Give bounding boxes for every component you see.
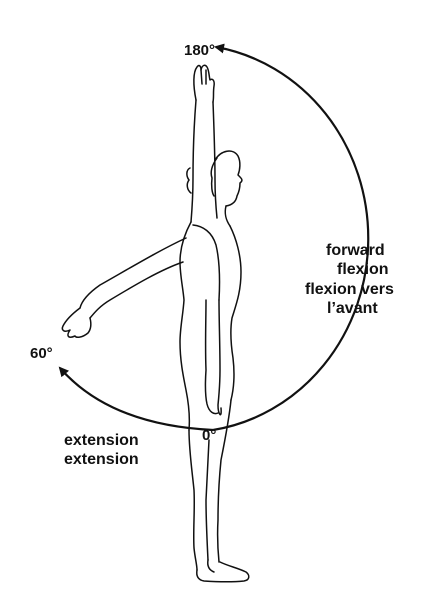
forward-flexion-arc [212, 43, 370, 432]
label-flexion: flexion [337, 261, 389, 278]
label-lavant: l’avant [327, 300, 378, 317]
label-forward: forward [326, 242, 385, 259]
human-figure [61, 64, 250, 583]
angle-label-180: 180° [184, 42, 216, 59]
angle-label-0: 0° [202, 427, 217, 444]
label-flexion-vers: flexion vers [305, 281, 394, 298]
label-extension-fr: extension [64, 451, 139, 468]
label-extension-en: extension [64, 432, 139, 449]
angle-label-60: 60° [30, 345, 53, 362]
